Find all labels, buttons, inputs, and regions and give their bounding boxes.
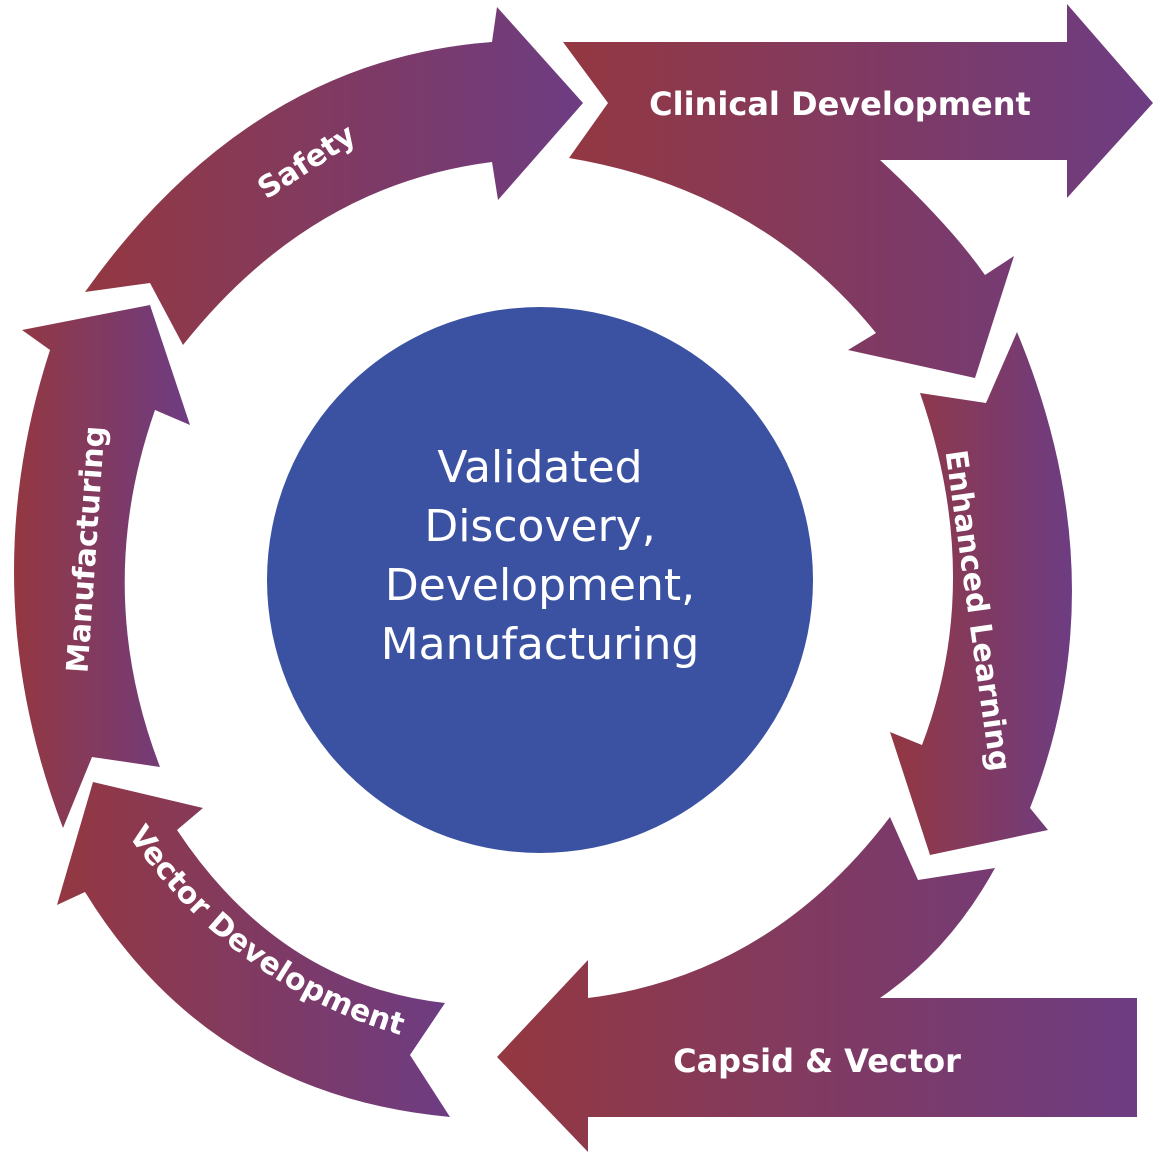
stage-capsid-vector-arrow: Capsid & Vector (497, 817, 1137, 1152)
stage-manufacturing-arrow: Manufacturing (14, 305, 190, 828)
vector-development-arrow-shape (57, 782, 450, 1117)
stage-safety-arrow: Safety (85, 7, 583, 345)
center-circle (267, 307, 813, 853)
center-line-4: Manufacturing (381, 619, 700, 670)
center-line-3: Development, (385, 560, 695, 611)
safety-arrow-shape (85, 7, 583, 345)
center-line-2: Discovery, (424, 501, 655, 552)
capsid-vector-label: Capsid & Vector (673, 1042, 961, 1080)
clinical-development-label: Clinical Development (649, 85, 1031, 123)
center-line-1: Validated (437, 442, 642, 493)
clinical-development-arrow-shape (563, 4, 1153, 378)
enhanced-learning-arrow-shape (890, 332, 1072, 855)
center-hub: Validated Discovery, Development, Manufa… (267, 307, 813, 853)
stage-vector-development-arrow: Vector Development (57, 782, 450, 1117)
stage-enhanced-learning-arrow: Enhanced Learning (890, 332, 1072, 855)
stage-clinical-development-arrow: Clinical Development (563, 4, 1153, 378)
manufacturing-arrow-shape (14, 305, 190, 828)
capsid-vector-arrow-shape (497, 817, 1137, 1152)
